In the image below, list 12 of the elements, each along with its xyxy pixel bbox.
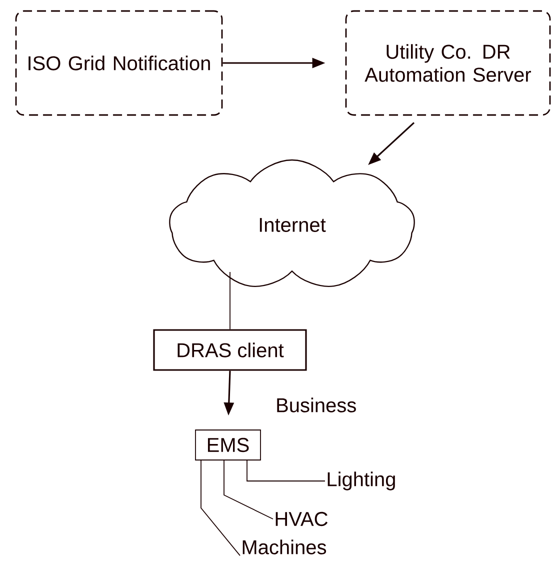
- device-label: Lighting: [328, 472, 395, 490]
- device-label: Machines: [242, 540, 326, 554]
- process-box: DRAS client: [153, 329, 307, 371]
- connector-line: [200, 460, 240, 556]
- process-box: Utility Co. DR Automation Server: [345, 10, 551, 116]
- process-box: ISO Grid Notification: [15, 10, 223, 116]
- internet-cloud: Internet: [169, 159, 415, 287]
- note-label: Business: [277, 398, 356, 412]
- connector-line: [224, 460, 274, 520]
- connector-line: [246, 460, 326, 482]
- device-label: HVAC: [276, 512, 328, 526]
- process-box: EMS: [195, 430, 261, 460]
